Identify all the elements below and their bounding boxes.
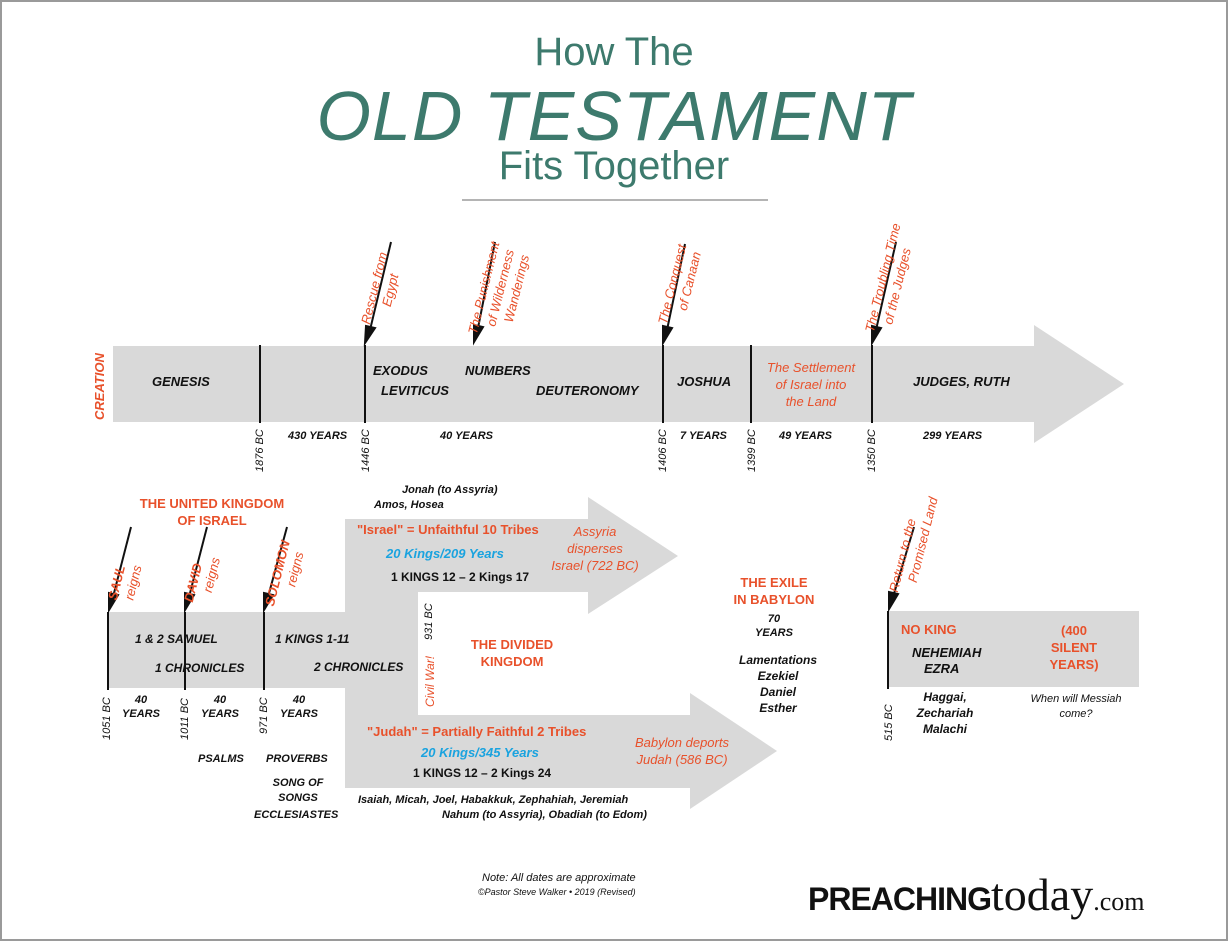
book-judges-ruth: JUDGES, RUTH — [913, 374, 1010, 389]
creation-label: CREATION — [92, 353, 107, 420]
judah-header: "Judah" = Partially Faithful 2 Tribes — [367, 724, 587, 739]
years-7: 7 YEARS — [680, 430, 727, 442]
book-psalms: PSALMS — [198, 753, 244, 765]
post-exile-prophets: Haggai, Zechariah Malachi — [916, 690, 974, 736]
israel-arrow — [345, 497, 678, 688]
book-genesis: GENESIS — [152, 374, 210, 389]
date-515: 515 BC — [883, 704, 895, 741]
arrow-david — [188, 526, 208, 598]
arrow-saul — [112, 526, 132, 598]
israel-prophets-1: Jonah (to Assyria) — [402, 484, 498, 496]
book-2-chronicles: 2 CHRONICLES — [314, 660, 404, 674]
silent-years-label: (400 SILENT YEARS) — [1049, 623, 1099, 672]
book-song-of-songs: SONG OF SONGS — [272, 777, 324, 804]
book-proverbs: PROVERBS — [266, 753, 328, 765]
date-971: 971 BC — [258, 697, 270, 734]
israel-header: "Israel" = Unfaithful 10 Tribes — [357, 522, 539, 537]
years-49: 49 YEARS — [779, 430, 832, 442]
years-david: 40 YEARS — [201, 694, 239, 720]
arrow-solomon — [267, 526, 288, 598]
divided-kingdom-label: THE DIVIDED KINGDOM — [470, 637, 554, 669]
preaching-today-logo: PREACHINGtoday.com — [808, 868, 1144, 921]
book-leviticus: LEVITICUS — [381, 383, 449, 398]
logo-com: .com — [1093, 887, 1145, 916]
title-line-2: OLD TESTAMENT — [316, 77, 912, 155]
footer-note: Note: All dates are approximate — [482, 872, 636, 884]
judah-prophets-1: Isaiah, Micah, Joel, Habakkuk, Zephahiah… — [358, 794, 629, 806]
united-kingdom-label: THE UNITED KINGDOM OF ISRAEL — [139, 496, 285, 528]
israel-kings: 20 Kings/209 Years — [386, 546, 504, 561]
years-solomon: 40 YEARS — [280, 694, 318, 720]
settlement-label: The Settlement of Israel into the Land — [766, 360, 856, 409]
united-kingdom-band — [108, 612, 345, 688]
book-joshua: JOSHUA — [677, 374, 732, 389]
title-line-1: How The — [534, 30, 694, 74]
footer-credit: ©Pastor Steve Walker • 2019 (Revised) — [478, 887, 636, 897]
messiah-question: When will Messiah come? — [1030, 693, 1122, 720]
arrow-rescue — [369, 241, 392, 331]
book-deuteronomy: DEUTERONOMY — [536, 383, 639, 398]
exile-books: Lamentations Ezekiel Daniel Esther — [738, 653, 817, 715]
judah-arrow — [345, 688, 777, 809]
book-ecclesiastes: ECCLESIASTES — [254, 809, 339, 821]
arrow-judges — [875, 241, 897, 331]
israel-books: 1 KINGS 12 – 2 Kings 17 — [391, 570, 530, 584]
book-1-chronicles: 1 CHRONICLES — [155, 661, 245, 675]
logo-preaching: PREACHING — [808, 881, 992, 917]
exile-label: THE EXILE IN BABYLON — [733, 575, 815, 607]
civil-war-label: Civil War! — [423, 655, 437, 707]
date-1011: 1011 BC — [179, 698, 191, 740]
arrow-conquest — [666, 243, 686, 331]
book-1-kings-1-11: 1 KINGS 1-11 — [275, 632, 350, 646]
book-exodus: EXODUS — [373, 363, 428, 378]
arrow-return — [892, 526, 915, 598]
date-1350: 1350 BC — [866, 429, 878, 472]
date-1051: 1051 BC — [101, 697, 113, 740]
book-ezra: EZRA — [924, 661, 960, 676]
israel-prophets-2: Amos, Hosea — [374, 499, 444, 511]
years-299: 299 YEARS — [923, 430, 983, 442]
no-king-label: NO KING — [901, 622, 957, 637]
post-exile-band — [888, 611, 1139, 687]
years-430: 430 YEARS — [288, 430, 348, 442]
years-40: 40 YEARS — [440, 430, 493, 442]
judah-kings: 20 Kings/345 Years — [421, 745, 539, 760]
assyria-label: Assyria disperses Israel (722 BC) — [551, 524, 639, 573]
exile-years: 70 YEARS — [755, 613, 793, 639]
title-line-3: Fits Together — [498, 144, 730, 188]
book-samuel: 1 & 2 SAMUEL — [135, 632, 218, 646]
years-saul: 40 YEARS — [122, 694, 160, 720]
date-1446: 1446 BC — [360, 429, 372, 472]
date-1406: 1406 BC — [657, 429, 669, 472]
book-nehemiah: NEHEMIAH — [912, 645, 982, 660]
babylon-label: Babylon deports Judah (586 BC) — [635, 735, 729, 767]
book-numbers: NUMBERS — [465, 363, 531, 378]
arrow-punishment — [477, 241, 496, 329]
judah-books: 1 KINGS 12 – 2 Kings 24 — [413, 766, 552, 780]
date-931: 931 BC — [423, 603, 435, 640]
date-1399: 1399 BC — [746, 429, 758, 472]
judah-prophets-2: Nahum (to Assyria), Obadiah (to Edom) — [442, 809, 647, 821]
logo-today: today — [991, 869, 1094, 920]
date-1876: 1876 BC — [254, 429, 266, 472]
